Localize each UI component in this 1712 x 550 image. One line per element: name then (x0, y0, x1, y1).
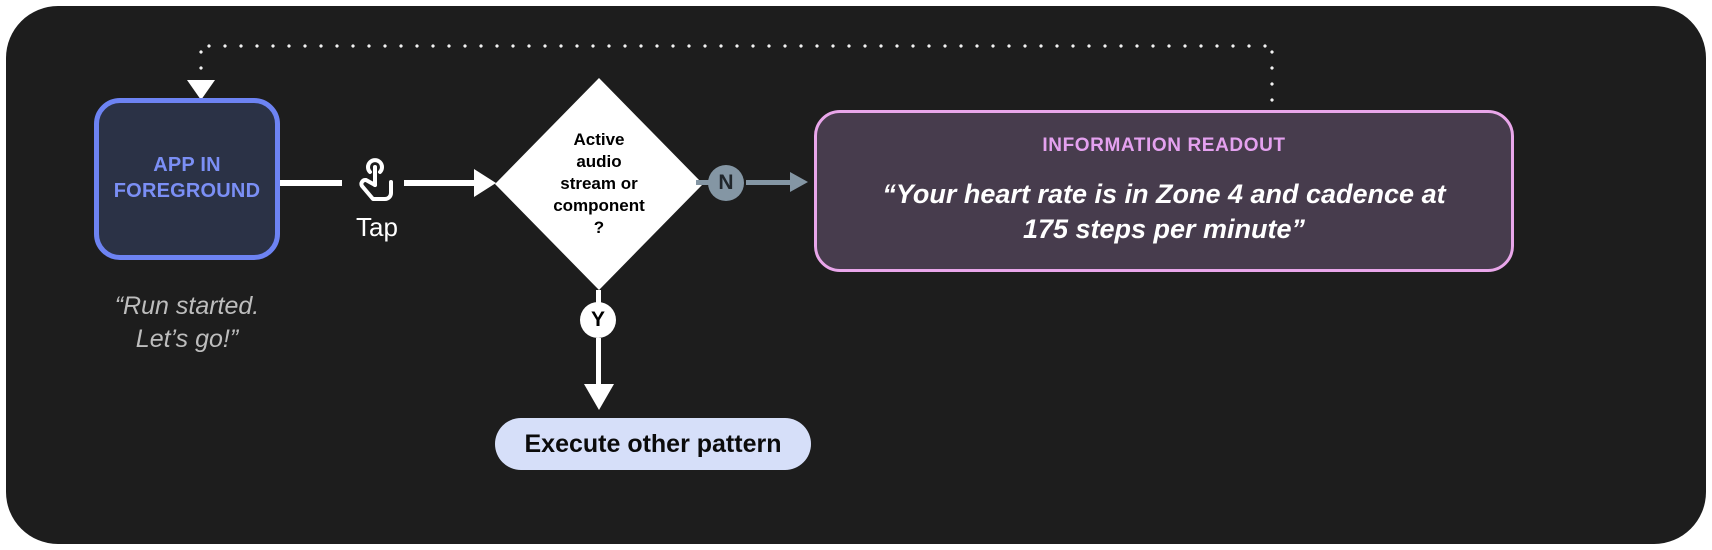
diagram-canvas: APP IN FOREGROUND “Run started. Let’s go… (6, 6, 1706, 544)
decision-inbound-arrowhead-icon (474, 169, 496, 197)
execute-other-pattern-label: Execute other pattern (524, 429, 782, 458)
readout-inbound-arrowhead-icon (790, 172, 808, 192)
connector-tap-to-decision (404, 180, 478, 186)
node-app-in-foreground[interactable]: APP IN FOREGROUND (94, 98, 280, 260)
connector-decision-to-yes-badge (596, 290, 601, 304)
app-node-caption: “Run started. Let’s go!” (66, 290, 308, 356)
readout-body-line1: “Your heart rate is in Zone 4 and cadenc… (882, 178, 1446, 209)
decision-node-active-audio[interactable]: Active audio stream or component ? (495, 78, 703, 290)
connector-decision-to-no-badge (696, 180, 712, 185)
feedback-loop-vertical-right (1270, 44, 1274, 112)
decision-node-label: Active audio stream or component ? (553, 129, 645, 238)
feedback-loop-horizontal (201, 44, 1273, 48)
branch-badge-yes: Y (580, 302, 616, 338)
app-node-caption-line2: Let’s go!” (135, 325, 239, 353)
execute-inbound-arrowhead-icon (584, 384, 614, 410)
connector-no-to-readout (746, 180, 794, 185)
node-execute-other-pattern[interactable]: Execute other pattern (495, 418, 811, 470)
app-node-caption-line1: “Run started. (114, 292, 260, 320)
readout-title: INFORMATION READOUT (1042, 134, 1286, 156)
feedback-loop-vertical-left (199, 44, 203, 84)
connector-yes-to-execute (596, 338, 601, 388)
tap-label: Tap (356, 212, 398, 242)
branch-badge-no: N (708, 165, 744, 201)
feedback-loop-arrowhead-icon (187, 80, 215, 100)
tap-hand-icon (351, 154, 403, 206)
node-app-in-foreground-label: APP IN FOREGROUND (113, 154, 261, 202)
readout-body: “Your heart rate is in Zone 4 and cadenc… (882, 177, 1445, 247)
connector-app-to-tap (280, 180, 342, 186)
panel-information-readout[interactable]: INFORMATION READOUT “Your heart rate is … (814, 110, 1514, 272)
readout-body-line2: 175 steps per minute” (1022, 214, 1306, 244)
